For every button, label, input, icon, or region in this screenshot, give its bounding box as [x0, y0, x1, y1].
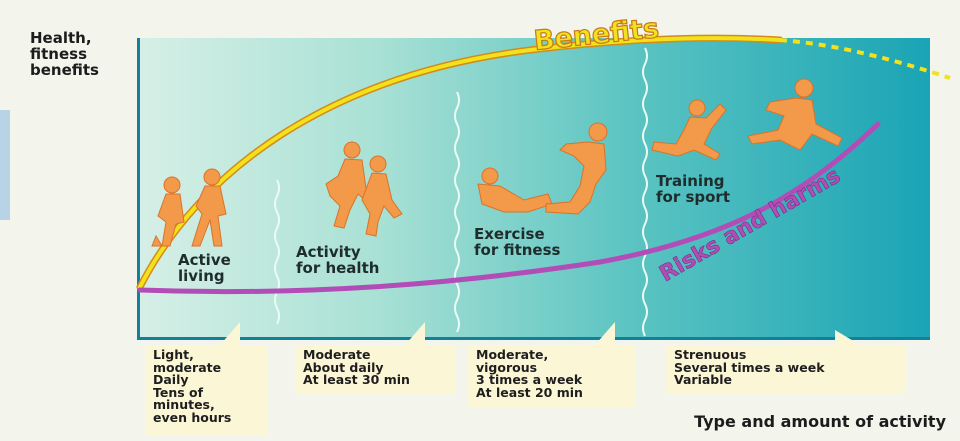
zone-label-active-living: Active living	[178, 252, 231, 284]
box-pointer	[595, 322, 615, 345]
walking-people-icon	[152, 169, 226, 246]
benefits-label: Benefits	[532, 13, 660, 57]
zone-label-line: for sport	[656, 189, 730, 205]
zone-label-line: for health	[296, 260, 379, 276]
info-line: At least 30 min	[303, 374, 447, 387]
zone-divider	[643, 48, 647, 336]
zone-divider	[455, 92, 459, 332]
zone-divider	[275, 180, 279, 324]
zone-label-line: Activity	[296, 244, 379, 260]
zone-label-exercise-fitness: Exercise for fitness	[474, 226, 560, 258]
box-pointer	[405, 322, 425, 345]
sprinting-people-icon	[652, 79, 842, 160]
info-box-active-living: Light, moderate Daily Tens of minutes, e…	[145, 345, 267, 435]
info-box-activity-health: Moderate About daily At least 30 min	[295, 345, 455, 393]
benefits-curve-dashed	[780, 40, 950, 78]
zone-label-line: living	[178, 268, 231, 284]
x-axis-label: Type and amount of activity	[694, 412, 946, 431]
info-box-exercise-fitness: Moderate, vigorous 3 times a week At lea…	[468, 345, 636, 407]
info-line: Variable	[674, 374, 898, 387]
situp-exercise-icon	[478, 123, 607, 214]
info-box-training-sport: Strenuous Several times a week Variable	[666, 345, 906, 393]
box-pointer	[815, 330, 860, 345]
info-line: At least 20 min	[476, 387, 628, 400]
zone-label-training-sport: Training for sport	[656, 173, 730, 205]
zone-label-line: for fitness	[474, 242, 560, 258]
zone-label-activity-health: Activity for health	[296, 244, 379, 276]
jogging-people-icon	[326, 142, 402, 236]
zone-label-line: Active	[178, 252, 231, 268]
box-pointer	[220, 322, 240, 345]
zone-label-line: Exercise	[474, 226, 560, 242]
info-line: even hours	[153, 412, 259, 425]
zone-label-line: Training	[656, 173, 730, 189]
